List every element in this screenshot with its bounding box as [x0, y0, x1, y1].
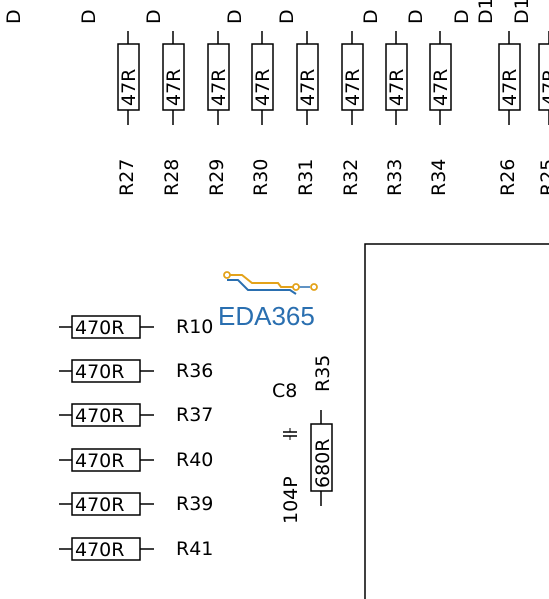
resistor-ref: R41 [176, 538, 213, 560]
resistor-r41: 470R R41 [59, 537, 213, 561]
resistor-r29: 47R R29 [206, 31, 230, 196]
resistor-ref: R32 [340, 159, 362, 196]
resistor-ref: R27 [116, 159, 138, 196]
resistor-r37: 470R R37 [59, 403, 213, 427]
net-label: D [143, 9, 165, 24]
resistor-value: 47R [539, 69, 549, 106]
resistor-value: 47R [252, 69, 274, 106]
resistor-ref: R37 [176, 404, 213, 426]
resistor-value: 470R [75, 317, 124, 339]
resistor-r35: R35 680R [310, 355, 334, 506]
resistor-ref: R28 [161, 159, 183, 196]
resistor-r40: 470R R40 [59, 448, 213, 472]
resistor-body [538, 43, 549, 111]
resistor-ref: R10 [176, 316, 213, 338]
resistor-r10: 470R R10 [59, 315, 213, 339]
resistor-ref: R39 [176, 493, 213, 515]
r35-ref: R35 [312, 355, 334, 392]
horizontal-resistor-stack: 470R R10 470R R36 470R R37 470R R40 470R R39 470R R… [59, 315, 213, 561]
resistor-r31: 47R R31 [295, 31, 319, 196]
net-label: D [3, 9, 25, 24]
net-label: D1 [475, 0, 497, 24]
net-label: D [224, 9, 246, 24]
resistor-value: 47R [342, 69, 364, 106]
net-label: D [405, 9, 427, 24]
resistor-ref: R26 [497, 159, 519, 196]
resistor-r32: 47R R32 [340, 31, 364, 196]
resistor-value: 470R [75, 361, 124, 383]
resistor-ref: R34 [428, 159, 450, 196]
resistor-r34: 47R R34 [428, 31, 452, 196]
ic-outline [364, 243, 549, 599]
r35-value: 680R [312, 439, 334, 488]
resistor-ref: R40 [176, 449, 213, 471]
resistor-r36: 470R R36 [59, 359, 213, 383]
resistor-r27: 47R R27 [116, 31, 140, 196]
resistor-ref: R30 [250, 159, 272, 196]
net-label: D [451, 9, 473, 24]
net-label: D [276, 9, 298, 24]
resistor-r39: 470R R39 [59, 492, 213, 516]
resistor-value: 47R [208, 69, 230, 106]
resistor-ref: R25 [537, 159, 549, 196]
resistor-value: 47R [297, 69, 319, 106]
resistor-ref: R33 [384, 159, 406, 196]
eda365-logo: EDA365 [218, 271, 318, 331]
resistor-r30: 47R R30 [250, 31, 274, 196]
resistor-value: 47R [499, 69, 521, 106]
resistor-ref: R36 [176, 360, 213, 382]
capacitor-c8: C8 104P [272, 380, 302, 524]
resistor-value: 47R [163, 69, 185, 106]
resistor-ref: R31 [295, 159, 317, 196]
net-label: D [78, 9, 100, 24]
resistor-value: 470R [75, 539, 124, 561]
resistor-r26: 47R R26 [497, 31, 521, 196]
vertical-resistor-column: 47R R27 47R R28 47R R29 47R R30 47R R31 47R R32 47R R… [116, 31, 549, 196]
resistor-r33: 47R R33 [384, 31, 408, 196]
resistor-r25: 47R R25 [537, 31, 549, 196]
resistor-value: 47R [430, 69, 452, 106]
resistor-value: 470R [75, 450, 124, 472]
resistor-ref: R29 [206, 159, 228, 196]
resistor-value: 47R [386, 69, 408, 106]
resistor-value: 470R [75, 405, 124, 427]
c8-value: 104P [280, 476, 302, 524]
resistor-value: 47R [118, 69, 140, 106]
resistor-value: 470R [75, 494, 124, 516]
resistor-r28: 47R R28 [161, 31, 185, 196]
net-label: D [360, 9, 382, 24]
c8-ref: C8 [272, 380, 297, 402]
net-label: D1 [511, 0, 533, 24]
logo-text: EDA365 [218, 301, 315, 331]
